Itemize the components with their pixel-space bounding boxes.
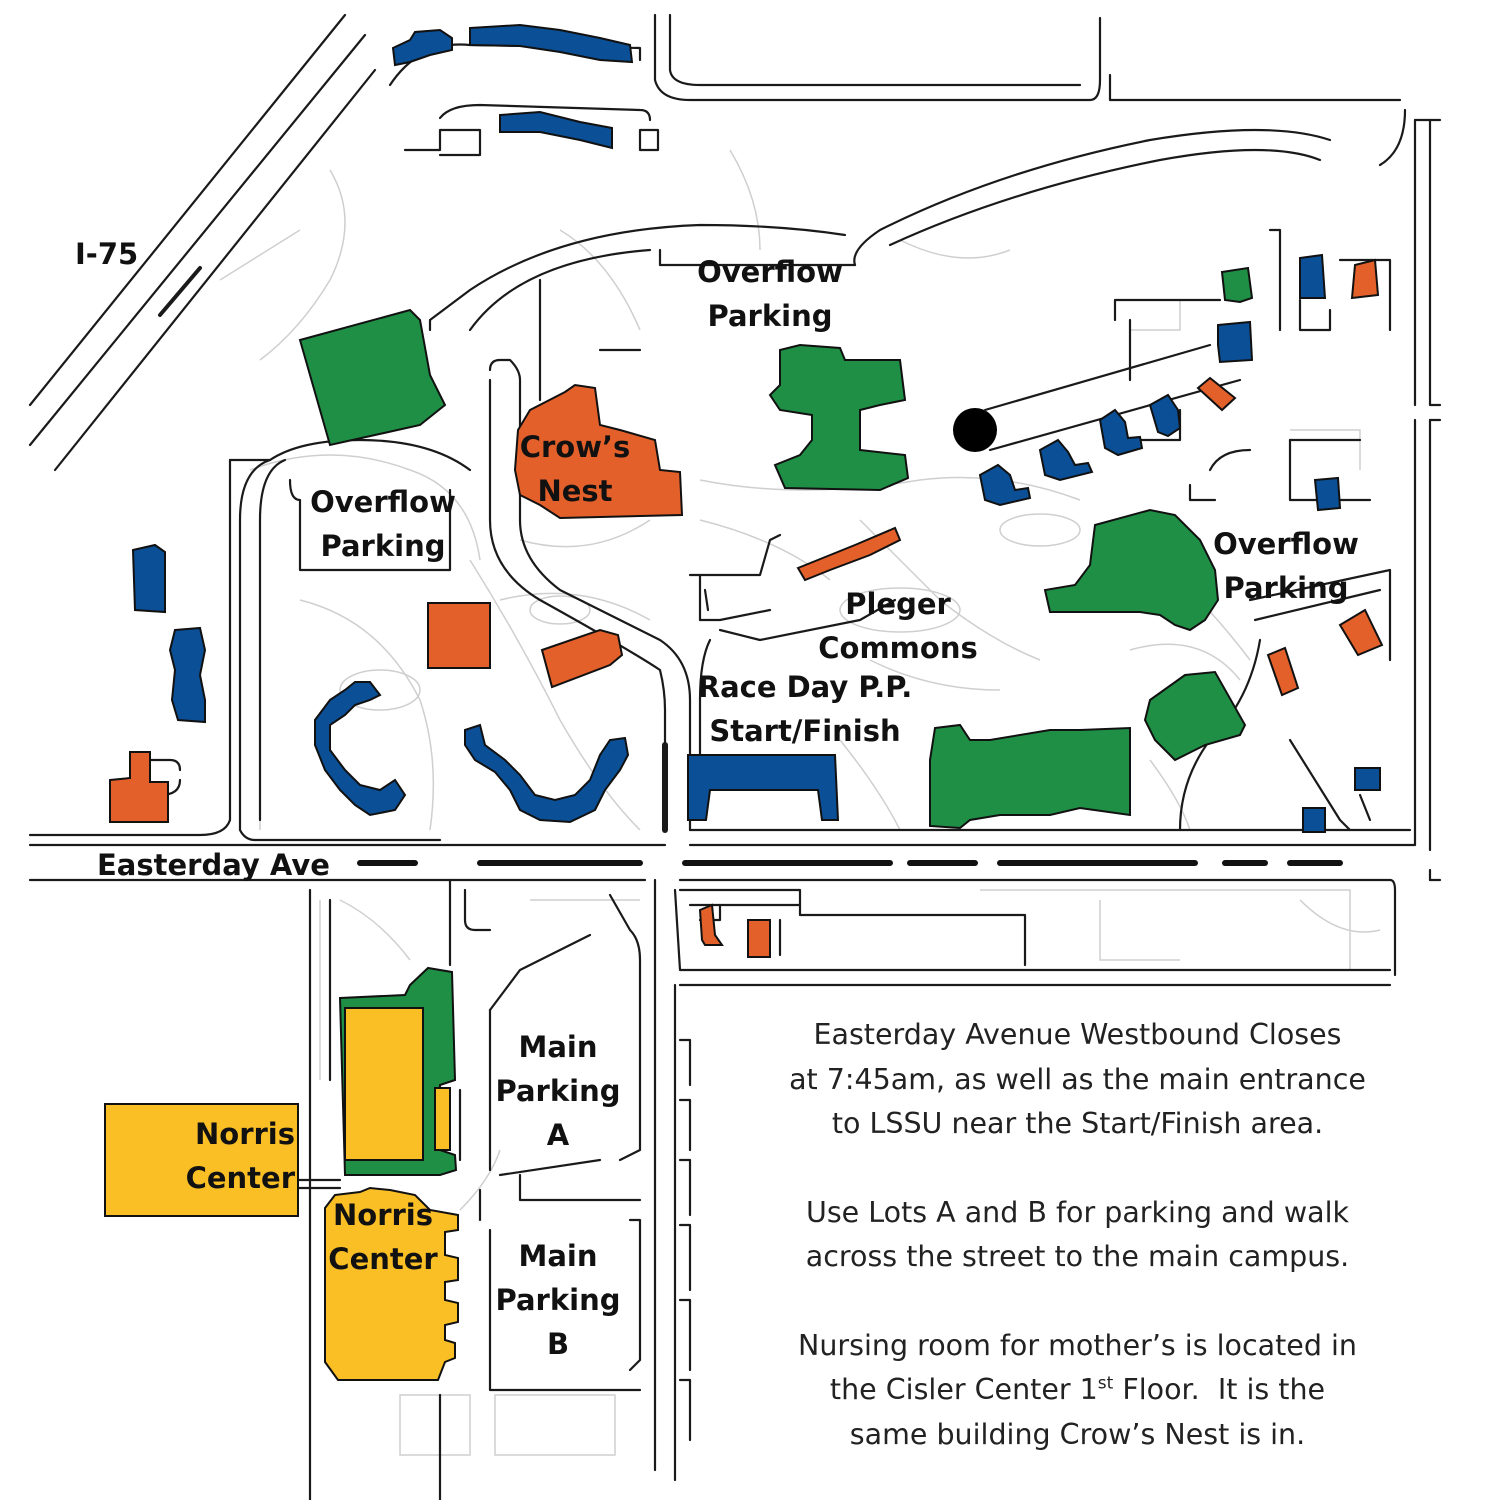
closure-line1: Easterday Avenue Westbound Closes	[813, 1018, 1342, 1051]
orange-buildings	[109, 258, 1384, 958]
highway-label: I-75	[75, 237, 139, 271]
race-day-label: Race Day P.P. Start/Finish	[695, 665, 915, 753]
pleger-line1: Pleger	[845, 587, 951, 621]
pleger-line2: Commons	[818, 631, 978, 665]
parking-a-line3: A	[546, 1118, 570, 1152]
crows-nest-line2: Nest	[537, 474, 613, 508]
race-day-line2: Start/Finish	[709, 714, 901, 748]
crows-nest-line1: Crow’s	[519, 430, 631, 464]
race-day-line1: Race Day P.P.	[697, 670, 913, 704]
lots-line1: Use Lots A and B for parking and walk	[805, 1195, 1350, 1229]
overflow-parking-top-label: Overflow Parking	[690, 250, 850, 338]
parking-b-label: Main Parking B	[493, 1234, 623, 1366]
yellow-buildings	[104, 1007, 459, 1381]
overflow-top-line2: Parking	[707, 299, 833, 333]
crows-nest-label: Crow’s Nest	[505, 425, 645, 513]
closure-note: Easterday Avenue Westbound Closes at 7:4…	[720, 1013, 1435, 1147]
norris-center-outer-label: Norris Center	[165, 1112, 295, 1200]
parking-notes: Easterday Avenue Westbound Closes at 7:4…	[720, 1013, 1435, 1501]
parking-a-line1: Main	[518, 1030, 598, 1064]
closure-line2: at 7:45am, as well as the main entrance	[789, 1062, 1366, 1096]
nursing-line1: Nursing room for mother’s is located in	[798, 1328, 1357, 1362]
norris-center-inner-label: Norris Center	[318, 1193, 448, 1281]
nursing-note: Nursing room for mother’s is located in …	[720, 1324, 1435, 1458]
nursing-line2b: Floor. It is the	[1113, 1373, 1326, 1406]
overflow-right-line2: Parking	[1223, 571, 1349, 605]
lots-line2: across the street to the main campus.	[805, 1240, 1350, 1273]
walkways	[219, 149, 1381, 1456]
parking-b-line1: Main	[518, 1239, 598, 1273]
norris-inner-line1: Norris	[333, 1198, 433, 1232]
roads	[28, 13, 1442, 1500]
street-label: Easterday Ave	[97, 848, 330, 882]
parking-b-line2: Parking	[495, 1283, 621, 1317]
closure-line3: to LSSU near the Start/Finish area.	[831, 1107, 1324, 1140]
norris-outer-line1: Norris	[195, 1117, 295, 1151]
pleger-commons-label: Pleger Commons	[808, 582, 988, 670]
norris-inner-line2: Center	[328, 1242, 438, 1276]
norris-outer-line2: Center	[185, 1161, 295, 1195]
overflow-left-line2: Parking	[320, 529, 446, 563]
parking-a-label: Main Parking A	[493, 1025, 623, 1157]
overflow-parking-right-label: Overflow Parking	[1206, 522, 1366, 610]
parking-a-line2: Parking	[495, 1074, 621, 1108]
overflow-right-line1: Overflow	[1213, 527, 1359, 561]
overflow-top-line1: Overflow	[697, 255, 843, 289]
parking-b-line3: B	[546, 1327, 570, 1361]
overflow-left-line1: Overflow	[310, 485, 456, 519]
nursing-line2a: the Cisler Center 1	[829, 1373, 1098, 1406]
overflow-parking-left-label: Overflow Parking	[303, 480, 463, 568]
lots-note: Use Lots A and B for parking and walk ac…	[720, 1191, 1435, 1280]
blue-buildings	[131, 23, 1381, 833]
nursing-line3: same building Crow’s Nest is in.	[849, 1417, 1306, 1451]
nursing-line2-sup: st	[1097, 1373, 1114, 1394]
